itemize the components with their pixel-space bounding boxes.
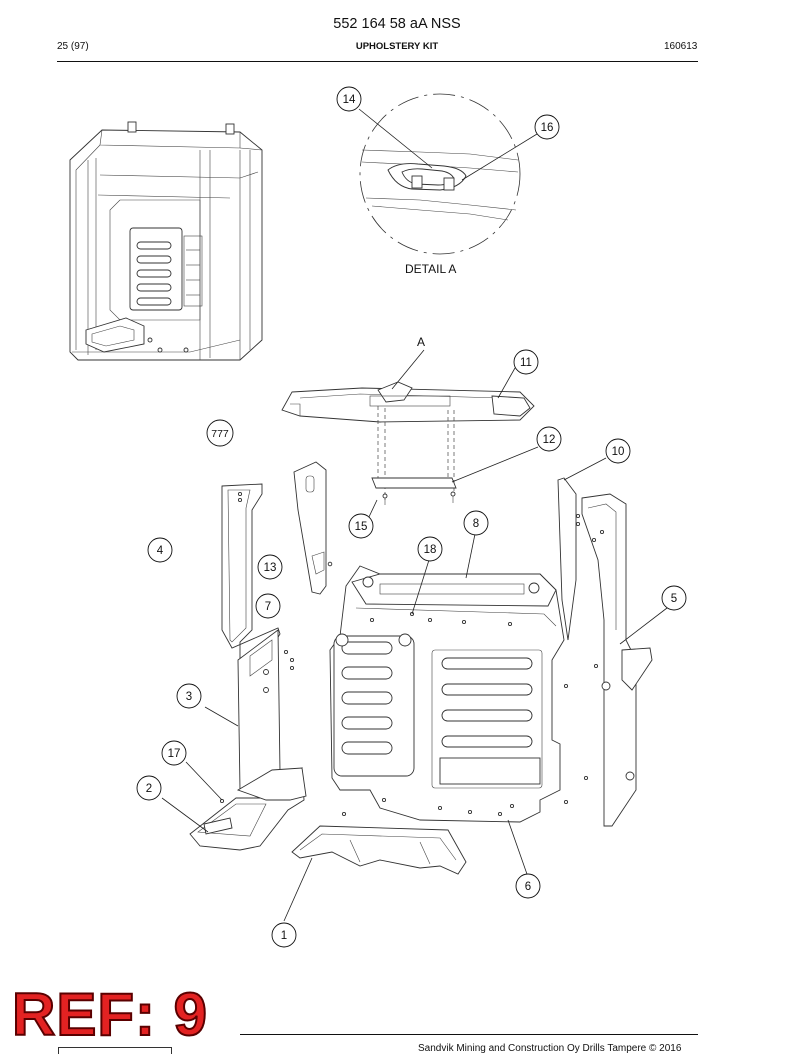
callout-1: 1: [271, 922, 297, 948]
callout-4: 4: [147, 537, 173, 563]
callout-10: 10: [605, 438, 631, 464]
svg-text:777: 777: [211, 428, 229, 440]
svg-text:13: 13: [264, 562, 277, 574]
callout-16: 16: [534, 114, 560, 140]
svg-text:7: 7: [265, 601, 271, 613]
page-number: 25 (97): [57, 41, 89, 52]
document-title: 552 164 58 aA NSS: [333, 16, 461, 32]
svg-text:4: 4: [157, 545, 164, 557]
svg-text:10: 10: [612, 446, 625, 458]
svg-text:18: 18: [424, 544, 437, 556]
svg-text:6: 6: [525, 881, 531, 893]
svg-text:15: 15: [355, 521, 368, 533]
cab-overview-illustration: [69, 121, 263, 361]
callout-5: 5: [661, 585, 687, 611]
callout-7: 7: [255, 593, 281, 619]
callout-3: 3: [176, 683, 202, 709]
svg-text:12: 12: [543, 434, 556, 446]
document-date: 160613: [664, 41, 698, 52]
callout-8: 8: [463, 510, 489, 536]
svg-text:2: 2: [146, 783, 152, 795]
svg-text:16: 16: [541, 122, 554, 134]
floor-plate-part-1: [291, 825, 467, 875]
callout-17: 17: [161, 740, 187, 766]
callout-13: 13: [257, 554, 283, 580]
detail-a-view: [359, 93, 521, 255]
floor-console-part-2: [189, 766, 307, 851]
svg-text:1: 1: [281, 930, 287, 942]
callout-12: 12: [536, 426, 562, 452]
right-post-part-5: [563, 493, 653, 827]
callout-777: 777: [206, 419, 234, 447]
svg-text:8: 8: [473, 518, 479, 530]
svg-text:17: 17: [168, 748, 181, 760]
sandvik-logo: [58, 1047, 172, 1054]
ref-stamp: REF: 9: [11, 981, 209, 1048]
seal-part-12: [371, 477, 457, 489]
callout-2: 2: [136, 775, 162, 801]
roof-panel-part-11: [281, 381, 535, 423]
right-trim-part-10: [557, 477, 581, 641]
svg-text:11: 11: [520, 357, 532, 369]
svg-text:5: 5: [671, 593, 677, 605]
pillar-trim-left: [293, 461, 333, 595]
view-a-marker: A: [417, 335, 426, 349]
callout-18: 18: [417, 536, 443, 562]
svg-text:14: 14: [343, 94, 356, 106]
callout-6: 6: [515, 873, 541, 899]
section-title: UPHOLSTERY KIT: [355, 41, 439, 52]
footer-rule: [240, 1034, 698, 1035]
svg-text:3: 3: [186, 691, 192, 703]
back-panel-part-6: [329, 565, 565, 823]
post-trim-part-3: [221, 483, 295, 791]
callout-11: 11: [513, 349, 539, 375]
callout-14: 14: [336, 86, 362, 112]
callout-15: 15: [348, 513, 374, 539]
footer-copyright: Sandvik Mining and Construction Oy Drill…: [418, 1043, 682, 1054]
detail-a-label: DETAIL A: [405, 262, 457, 276]
header-rule: [57, 61, 698, 62]
